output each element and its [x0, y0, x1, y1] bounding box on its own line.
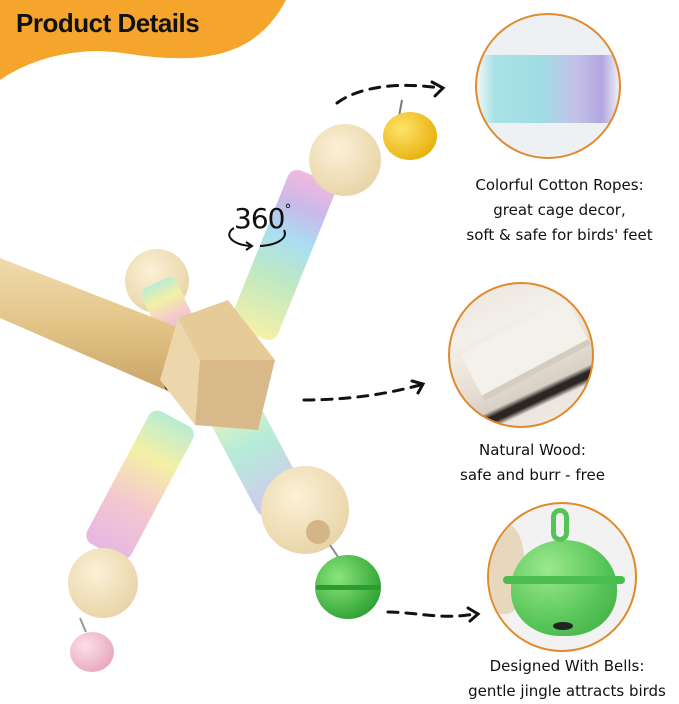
- page-title: Product Details: [16, 8, 200, 38]
- lower-left-rope-perch: [68, 410, 194, 618]
- rope-closeup-image: [475, 13, 621, 159]
- top-rope-perch: [230, 124, 381, 341]
- feature-line: soft & safe for birds' feet: [466, 226, 653, 244]
- feature-line: safe and burr - free: [460, 466, 605, 484]
- rotation-label: 360: [234, 202, 285, 235]
- yellow-bell-icon: [383, 99, 437, 160]
- degree-symbol: °: [284, 202, 291, 218]
- feature-rope: Colorful Cotton Ropes: great cage decor,…: [440, 173, 679, 248]
- arrow-to-rope-icon: [335, 80, 446, 105]
- arrow-to-wood-icon: [302, 379, 426, 402]
- arrow-to-bell-icon: [386, 606, 481, 623]
- feature-bells: Designed With Bells: gentle jingle attra…: [455, 654, 679, 704]
- bell-closeup-image: [487, 502, 637, 652]
- wood-closeup-image: [448, 282, 594, 428]
- feature-wood: Natural Wood: safe and burr - free: [440, 438, 625, 488]
- rotation-badge: 360°: [222, 202, 294, 252]
- feature-line: great cage decor,: [493, 201, 626, 219]
- feature-line: gentle jingle attracts birds: [468, 682, 666, 700]
- rotate-360-icon: [228, 227, 286, 251]
- wooden-block: [160, 300, 275, 430]
- pink-bell-icon: [70, 617, 114, 672]
- feature-title: Colorful Cotton Ropes:: [475, 176, 644, 194]
- header-banner: [0, 0, 286, 80]
- feature-title: Natural Wood:: [479, 441, 586, 459]
- green-bell-icon: [315, 544, 381, 619]
- product-illustration: [0, 80, 446, 672]
- feature-title: Designed With Bells:: [489, 657, 645, 675]
